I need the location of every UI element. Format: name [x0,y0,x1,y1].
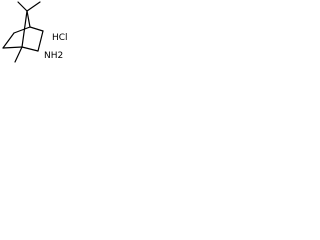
bornane-skeleton [2,1,44,63]
bond-c1-methyl [14,46,23,63]
bond-c2-c1 [21,46,39,52]
bond-c5-c6 [2,32,15,49]
bond-bridge-c7-c4 [26,10,31,28]
bond-c3-c2 [37,30,44,52]
hydrochloride-label: HCl [52,33,68,43]
bond-methyl-left [17,1,28,12]
bond-c6-c1 [2,46,23,49]
bond-c4-c3 [29,26,44,32]
bond-c4-c5 [13,26,31,34]
amine-group-label: NH2 [44,51,63,61]
bond-methyl-right [26,1,41,12]
chemical-structure-diagram: HCl NH2 [2,1,68,63]
